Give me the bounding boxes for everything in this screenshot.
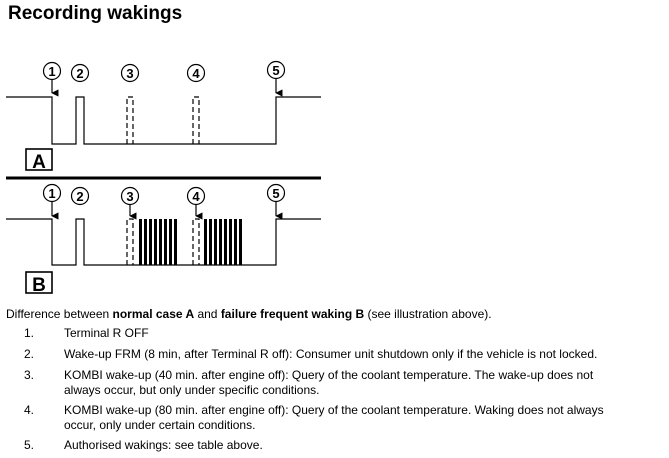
optional-pulses-a bbox=[126, 96, 200, 144]
svg-text:1: 1 bbox=[48, 186, 55, 201]
caption-case-b: failure frequent waking B bbox=[220, 307, 365, 321]
marker-4: 4 bbox=[186, 63, 206, 83]
marker-5: 5 bbox=[266, 60, 286, 97]
waking-pulse bbox=[154, 219, 157, 265]
waking-pulse bbox=[149, 219, 152, 265]
waking-pulse bbox=[174, 219, 177, 265]
step-text: Wake-up FRM (8 min, after Terminal R off… bbox=[64, 347, 598, 361]
panel-b: 1 2 3 4 5 bbox=[6, 183, 321, 296]
caption-middle: and bbox=[194, 307, 221, 321]
step-text: KOMBI wake-up (40 min. after engine off)… bbox=[64, 368, 594, 397]
signal-waveform-a bbox=[6, 96, 321, 145]
svg-text:3: 3 bbox=[126, 66, 133, 81]
step-text: Terminal R OFF bbox=[64, 326, 149, 340]
svg-text:5: 5 bbox=[272, 186, 279, 201]
caption-case-a: normal case A bbox=[112, 307, 195, 321]
svg-text:B: B bbox=[32, 275, 46, 296]
waking-pulse bbox=[204, 219, 207, 265]
svg-text:1: 1 bbox=[48, 64, 55, 79]
frequent-waking-burst-1 bbox=[139, 219, 177, 265]
step-number: 2. bbox=[24, 347, 35, 361]
page-title: Recording wakings bbox=[8, 3, 183, 24]
waking-pulse bbox=[139, 219, 142, 265]
marker-5: 5 bbox=[266, 183, 286, 220]
svg-text:4: 4 bbox=[192, 66, 200, 81]
waking-pulse bbox=[164, 219, 167, 265]
waking-pulse bbox=[229, 219, 232, 265]
step-number: 1. bbox=[24, 326, 35, 340]
waking-pulse bbox=[214, 219, 217, 265]
svg-text:4: 4 bbox=[192, 189, 200, 204]
caption-suffix: (see illustration above). bbox=[364, 307, 492, 321]
svg-text:2: 2 bbox=[76, 189, 83, 204]
waking-pulse bbox=[224, 219, 227, 265]
panel-label-b: B bbox=[25, 271, 53, 296]
step-number: 4. bbox=[24, 403, 35, 417]
diagram-caption: Difference between normal case A and fai… bbox=[6, 307, 492, 321]
waking-pulse bbox=[219, 219, 222, 265]
signal-waveform-b bbox=[6, 218, 321, 266]
marker-2: 2 bbox=[70, 186, 90, 206]
step-number: 5. bbox=[24, 438, 35, 452]
svg-text:5: 5 bbox=[272, 63, 279, 78]
waking-pulse bbox=[144, 219, 147, 265]
frequent-waking-burst-2 bbox=[204, 219, 242, 265]
waking-pulse bbox=[169, 219, 172, 265]
waking-pulse bbox=[159, 219, 162, 265]
marker-1: 1 bbox=[42, 183, 62, 220]
step-number: 3. bbox=[24, 368, 35, 382]
waking-pulse bbox=[239, 219, 242, 265]
optional-pulses-b bbox=[126, 218, 200, 265]
svg-text:A: A bbox=[32, 152, 46, 173]
panel-a: 1 2 3 4 5 A bbox=[6, 60, 321, 173]
marker-2: 2 bbox=[70, 63, 90, 83]
caption-prefix: Difference between bbox=[6, 307, 113, 321]
waking-pulse bbox=[234, 219, 237, 265]
marker-3: 3 bbox=[120, 63, 140, 83]
wakings-timing-diagram: 1 2 3 4 5 A bbox=[6, 60, 321, 296]
step-text: KOMBI wake-up (80 min. after engine off)… bbox=[64, 403, 604, 432]
step-text: Authorised wakings: see table above. bbox=[64, 438, 263, 452]
marker-3: 3 bbox=[120, 186, 140, 220]
svg-text:2: 2 bbox=[76, 66, 83, 81]
marker-1: 1 bbox=[42, 61, 62, 97]
waking-pulse bbox=[209, 219, 212, 265]
panel-label-a: A bbox=[25, 148, 53, 173]
svg-text:3: 3 bbox=[126, 189, 133, 204]
marker-4: 4 bbox=[186, 186, 206, 220]
